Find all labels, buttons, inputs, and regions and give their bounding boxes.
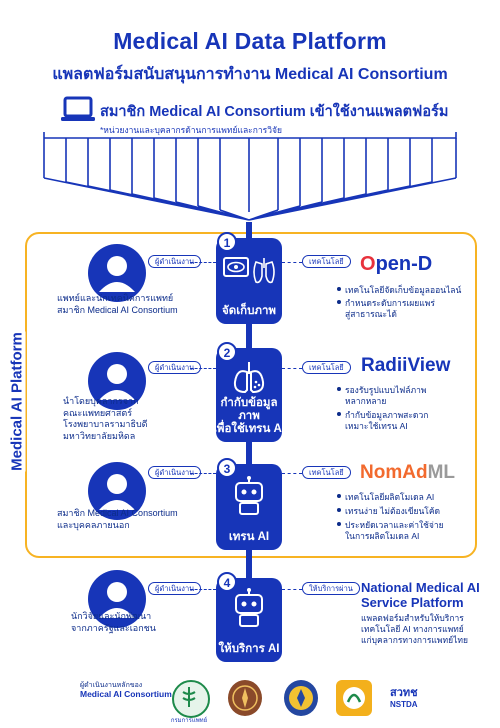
operator-text-2: นำโดยบุคลากรจากคณะแพทยศาสตร์โรงพยาบาลราม… xyxy=(63,396,148,441)
operator-connector-2 xyxy=(190,368,216,369)
step-label-1: จัดเก็บภาพ xyxy=(221,305,277,317)
mahidol-logo xyxy=(284,680,318,716)
scan-image-icon xyxy=(223,257,275,284)
tech-connector-1 xyxy=(282,262,302,263)
operator-avatar-1 xyxy=(88,244,146,302)
operator-avatar-3 xyxy=(88,462,146,520)
operator-text-1: แพทย์และนักเทคนิคการแพทย์สมาชิก Medical … xyxy=(57,293,178,315)
operator-connector-1 xyxy=(190,262,216,263)
tech-connector-3 xyxy=(282,473,302,474)
tech-pill-3: เทคโนโลยี xyxy=(302,466,351,479)
operator-pill-4: ผู้ดำเนินงาน xyxy=(148,582,202,595)
member-lines-diagram xyxy=(43,132,457,221)
operator-pill-2: ผู้ดำเนินงาน xyxy=(148,361,202,374)
members-note: *หน่วยงานและบุคลากรด้านการแพทย์และการวิจ… xyxy=(100,125,282,135)
nso-logo xyxy=(336,680,372,716)
opend-logo: Open-D xyxy=(360,253,433,275)
step-card-2: กำกับข้อมูลภาพ เพื่อใช้เทรน AI xyxy=(213,348,285,442)
lungs-icon xyxy=(233,362,265,394)
members-heading: สมาชิก Medical AI Consortium เข้าใช้งานแ… xyxy=(100,104,449,120)
footer-consortium: Medical AI Consortium xyxy=(80,689,172,699)
tech-connector-2 xyxy=(282,368,302,369)
step-label-3: เทรน AI xyxy=(228,531,270,543)
step-number-1: 1 xyxy=(217,232,237,252)
operator-pill-1: ผู้ดำเนินงาน xyxy=(148,255,202,268)
step-card-1: จัดเก็บภาพ xyxy=(216,238,282,324)
operator-connector-4 xyxy=(190,589,216,590)
robot-icon xyxy=(235,588,263,627)
step-card-4: ให้บริการ AI xyxy=(216,578,282,662)
tech-bullets-3: เทคโนโลยีผลิตโมเดล AI เทรนง่าย ไม่ต้องเข… xyxy=(337,492,444,542)
dms-logo-caption: กรมการแพทย์ xyxy=(170,718,208,724)
operator-pill-3: ผู้ดำเนินงาน xyxy=(148,466,202,479)
service-connector xyxy=(282,589,302,590)
tech-pill-2: เทคโนโลยี xyxy=(302,361,351,374)
footer-caption: ผู้ดำเนินงานหลักของ xyxy=(80,682,143,689)
robot-icon xyxy=(235,476,263,515)
operator-connector-3 xyxy=(190,473,216,474)
laptop-icon xyxy=(61,96,95,121)
tech-bullets-1: เทคโนโลยีจัดเก็บข้อมูลออนไลน์ กำหนดระดับ… xyxy=(337,285,461,320)
operator-text-4: นักวิจัยและนักพัฒนาจากภาครัฐและเอกชน xyxy=(71,611,156,633)
page-subtitle: แพลตฟอร์มสนับสนุนการทำงาน Medical AI Con… xyxy=(52,66,448,83)
step-card-3: เทรน AI xyxy=(216,464,282,550)
nomadml-logo: NomAdML xyxy=(360,462,455,483)
step-number-2: 2 xyxy=(217,342,237,362)
service-platform-desc: แพลตฟอร์มสำหรับให้บริการเทคโนโลยี AI ทาง… xyxy=(361,613,468,645)
step-label-2: กำกับข้อมูลภาพ เพื่อใช้เทรน AI xyxy=(212,397,286,435)
dms-logo xyxy=(172,680,210,718)
radiiview-logo: RadiiView xyxy=(361,355,451,376)
service-pill: ให้บริการผ่าน xyxy=(302,582,360,595)
side-label: Medical AI Platform xyxy=(8,331,26,472)
step-label-4: ให้บริการ AI xyxy=(218,643,280,655)
step-number-4: 4 xyxy=(217,572,237,592)
step-number-3: 3 xyxy=(217,458,237,478)
operator-avatar-2 xyxy=(88,352,146,410)
ramathibodi-logo xyxy=(228,680,262,716)
tech-pill-1: เทคโนโลยี xyxy=(302,255,351,268)
tech-bullets-2: รองรับรูปแบบไฟล์ภาพ หลากหลาย กำกับข้อมูล… xyxy=(337,385,428,432)
page-title: Medical AI Data Platform xyxy=(113,28,387,54)
operator-avatar-4 xyxy=(88,570,146,628)
nstda-logo: สวทช NSTDA xyxy=(390,687,418,710)
